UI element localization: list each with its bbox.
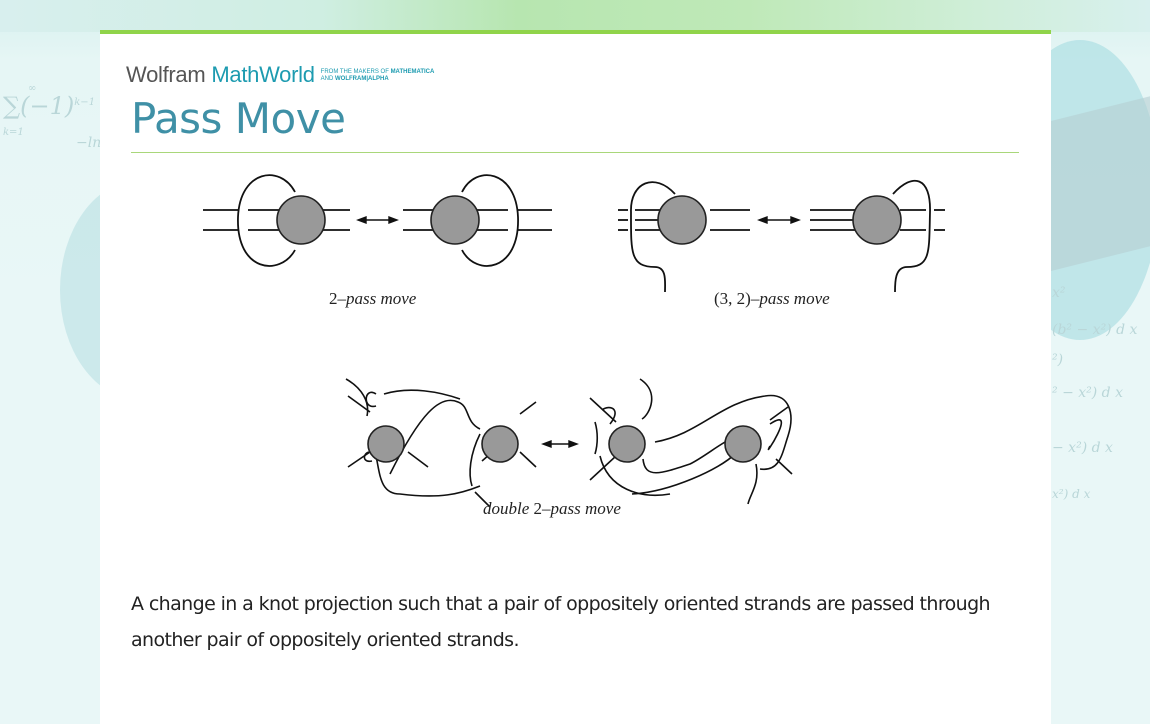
- title-divider: [131, 152, 1019, 153]
- tagline-l2: AND: [320, 76, 335, 82]
- tagline-l1-bold: MATHEMATICA: [390, 69, 435, 75]
- caption-prefix: (3, 2)–: [714, 289, 760, 308]
- background-math-r0: x²: [1052, 285, 1066, 301]
- background-math-inf: ∞: [28, 83, 37, 94]
- background-math-sub: k=1: [3, 127, 24, 138]
- background-banner: [0, 0, 1150, 32]
- caption-italic: pass move: [346, 289, 417, 308]
- background-math-r3: ² − x²) d x: [1052, 385, 1123, 401]
- tangle-disc: [657, 195, 707, 245]
- caption-three-two-pass-move: (3, 2)–pass move: [714, 289, 830, 309]
- background-math-r4: − x²) d x: [1052, 440, 1113, 456]
- tangle-disc: [276, 195, 326, 245]
- logo-mathworld-text: MathWorld: [211, 62, 315, 87]
- tangle-disc: [608, 425, 646, 463]
- background-math-sum-text: ∑(−1): [3, 92, 75, 120]
- tangle-disc: [430, 195, 480, 245]
- tagline-l2-bold: WOLFRAM|ALPHA: [335, 76, 389, 82]
- background-math-r2: ²): [1052, 352, 1064, 368]
- caption-two-pass-move: 2–pass move: [329, 289, 416, 309]
- background-math-r5: x²) d x: [1052, 487, 1091, 501]
- tangle-disc: [367, 425, 405, 463]
- content-card: Wolfram MathWorld FROM THE MAKERS OF MAT…: [100, 30, 1051, 724]
- caption-mid: 2–: [529, 499, 551, 518]
- tangle-disc: [724, 425, 762, 463]
- caption-italic: pass move: [759, 289, 830, 308]
- figure-two-pass-move: [203, 174, 552, 267]
- background-math-sup: k−1: [74, 97, 96, 108]
- figure-three-two-pass-move: [618, 179, 945, 293]
- definition-text: A change in a knot projection such that …: [131, 593, 991, 651]
- background-math-ln: −ln: [76, 135, 102, 151]
- tagline-l1: FROM THE MAKERS OF: [320, 69, 391, 75]
- caption-italic: pass move: [550, 499, 621, 518]
- tangle-disc: [481, 425, 519, 463]
- double-arrow-icon: [757, 215, 801, 225]
- logo-tagline: FROM THE MAKERS OF MATHEMATICA AND WOLFR…: [321, 69, 435, 88]
- caption-italic-a: double: [483, 499, 530, 518]
- caption-prefix: 2–: [329, 289, 346, 308]
- double-arrow-icon: [541, 439, 579, 449]
- page-title: Pass Move: [131, 94, 346, 143]
- logo-wolfram-text: Wolfram: [126, 62, 206, 87]
- caption-double-two-pass-move: double 2–pass move: [483, 499, 621, 519]
- tangle-disc: [852, 195, 902, 245]
- background-math-sum: ∑(−1)k−1: [3, 92, 95, 120]
- background-decoration-right-ribbon: [1040, 96, 1150, 274]
- background-math-r1: (b² − x²) d x: [1052, 322, 1138, 338]
- mathworld-logo[interactable]: Wolfram MathWorld FROM THE MAKERS OF MAT…: [126, 62, 434, 88]
- figure-double-two-pass-move: [345, 378, 793, 508]
- double-arrow-icon: [356, 215, 399, 225]
